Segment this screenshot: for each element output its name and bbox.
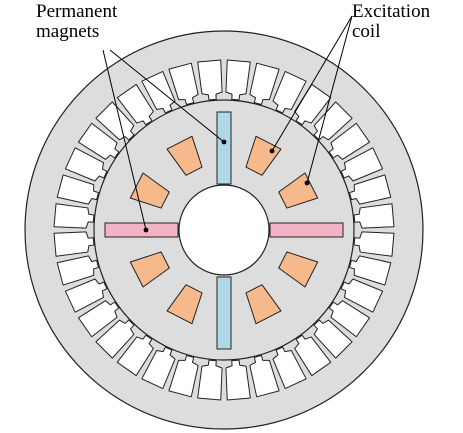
- leader-coil-upper-right: [306, 15, 353, 184]
- stator-slot: [225, 359, 251, 401]
- excitation-coil: [129, 172, 170, 209]
- stator-slot: [168, 355, 199, 398]
- excitation-coil: [166, 135, 203, 176]
- stator-slot: [353, 231, 395, 257]
- leader-dot: [221, 139, 227, 145]
- permanent-magnets-label-line-1: Permanent: [36, 1, 118, 22]
- stator-slot: [340, 147, 384, 182]
- stator-slot: [294, 334, 332, 377]
- stator-slot: [56, 174, 99, 205]
- excitation-coil-label-line-1: Excitation: [352, 1, 431, 22]
- stator-slot: [272, 346, 307, 390]
- excitation-coil-label-line-2: coil: [352, 21, 381, 42]
- stator-slot: [225, 59, 251, 101]
- stator-slot: [313, 319, 353, 359]
- stator-slot: [77, 300, 120, 338]
- permanent-magnets-label: Permanent magnets: [36, 2, 117, 42]
- excitation-coil: [129, 251, 170, 288]
- magnet-bottom: [216, 276, 232, 350]
- leader-magnet-left: [102, 49, 147, 231]
- shaft-bore: [178, 184, 270, 276]
- stator-slot: [328, 300, 371, 338]
- leader-magnet-top: [109, 49, 225, 143]
- stator-slot: [141, 346, 176, 390]
- magnet-top: [216, 111, 232, 185]
- stator-slot: [249, 355, 280, 398]
- stator-slots: [53, 59, 395, 401]
- stator-slot: [340, 278, 384, 313]
- stator-slot: [197, 59, 223, 101]
- permanent-magnets-label-line-2: magnets: [36, 21, 100, 42]
- stator-slot: [272, 70, 307, 114]
- excitation-coil-label: Excitation coil: [352, 2, 430, 42]
- permanent-magnets: [104, 111, 344, 350]
- stator-slot: [294, 83, 332, 126]
- rotor: [93, 99, 355, 361]
- excitation-coil: [166, 284, 203, 325]
- stator-slot: [95, 101, 135, 141]
- magnet-right: [269, 222, 344, 238]
- excitation-coil: [245, 135, 282, 176]
- stator-slot: [168, 62, 199, 105]
- stator-slot: [313, 101, 353, 141]
- leader-dot: [143, 227, 149, 233]
- stator-slot: [197, 359, 223, 401]
- stator-slot: [116, 334, 154, 377]
- leader-dot: [269, 148, 275, 154]
- magnet-left: [104, 222, 179, 238]
- stator-slot: [349, 174, 392, 205]
- stator-slot: [64, 278, 108, 313]
- excitation-coils: [129, 135, 319, 325]
- stator-slot: [64, 147, 108, 182]
- stator-slot: [328, 122, 371, 160]
- excitation-coil: [245, 284, 282, 325]
- leader-coil-upper-left: [271, 15, 353, 152]
- leader-dot: [304, 180, 310, 186]
- excitation-coil: [278, 251, 319, 288]
- stator-slot: [53, 231, 95, 257]
- leader-lines: [102, 15, 353, 233]
- stator-slot: [116, 83, 154, 126]
- stator-slot: [53, 203, 95, 229]
- stator-slot: [349, 255, 392, 286]
- stator-slot: [249, 62, 280, 105]
- stator-slot: [353, 203, 395, 229]
- stator-slot: [95, 319, 135, 359]
- stator-slot: [77, 122, 120, 160]
- stator-slot: [56, 255, 99, 286]
